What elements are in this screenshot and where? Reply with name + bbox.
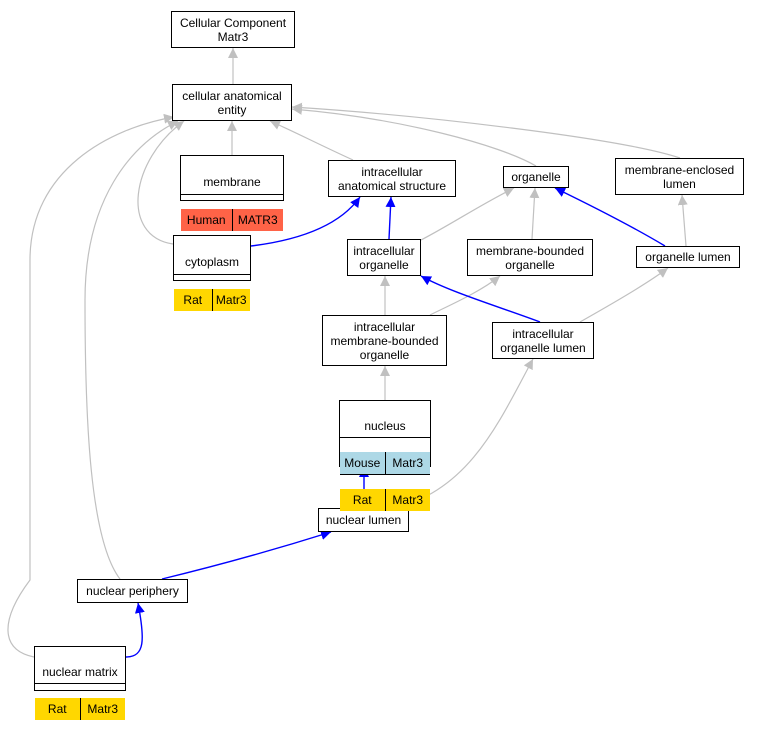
annotation-row: Rat Matr3 [174, 289, 250, 311]
node-cellular-anatomical-entity[interactable]: cellular anatomical entity [172, 84, 292, 121]
node-intracellular-anatomical-structure[interactable]: intracellular anatomical structure [328, 160, 456, 197]
edge-is-a-np-to-cae [84, 120, 179, 580]
node-membrane-enclosed-lumen[interactable]: membrane-enclosed lumen [615, 158, 744, 195]
node-organelle-lumen[interactable]: organelle lumen [636, 246, 740, 268]
node-organelle[interactable]: organelle [503, 166, 569, 188]
node-intracellular-organelle-lumen[interactable]: intracellular organelle lumen [492, 322, 594, 359]
node-nuclear-periphery[interactable]: nuclear periphery [77, 579, 188, 603]
node-nuclear-matrix[interactable]: nuclear matrix Rat Matr3 [34, 646, 126, 720]
edge-part-of-cytoplasm-to-ias [250, 196, 361, 247]
node-cellular-component[interactable]: Cellular Component Matr3 [171, 11, 295, 48]
node-label: nuclear matrix [35, 661, 125, 684]
gene-cell: Matr3 [211, 289, 250, 311]
gene-cell: Matr3 [384, 452, 430, 474]
node-cytoplasm[interactable]: cytoplasm Rat Matr3 [173, 235, 251, 311]
species-cell: Rat [174, 289, 212, 311]
edge-is-a-iol-to-ol [579, 267, 669, 323]
edge-layer [7, 48, 688, 658]
node-membrane[interactable]: membrane Human MATR3 [180, 155, 284, 231]
edge-is-a-ol-to-mel [677, 194, 688, 247]
species-cell: Mouse [340, 452, 385, 474]
annotation-row: Rat Matr3 [340, 489, 430, 511]
edge-is-a-io-to-organelle [420, 187, 515, 241]
gene-cell: MATR3 [231, 209, 283, 231]
annotation-row: Human MATR3 [181, 209, 283, 231]
edge-is-a-imbo-to-mbo [429, 275, 501, 316]
edge-is-a-ias-to-cae [269, 120, 354, 161]
node-intracellular-membrane-bounded-organelle[interactable]: intracellular membrane-bounded organelle [322, 315, 447, 366]
species-cell: Rat [340, 489, 385, 511]
species-cell: Human [181, 209, 232, 231]
node-nucleus[interactable]: nucleus Mouse Matr3 Rat Matr3 [339, 400, 431, 511]
node-label: membrane [181, 170, 283, 195]
node-label: cytoplasm [174, 250, 250, 275]
edge-part-of-nm-to-np [125, 602, 145, 658]
node-membrane-bounded-organelle[interactable]: membrane-bounded organelle [467, 239, 593, 276]
annotation-row: Rat Matr3 [35, 698, 125, 720]
edge-is-a-organelle-to-cae [291, 104, 537, 167]
annotation-row: Mouse Matr3 [340, 452, 430, 475]
edge-is-a-mel-to-cae [291, 102, 681, 159]
edge-is-a-cytoplasm-to-cae [137, 120, 185, 245]
edge-is-a-nm-to-cae [7, 113, 175, 658]
edge-part-of-ol-to-organelle [554, 187, 666, 247]
species-cell: Rat [35, 698, 80, 720]
edge-part-of-iol-to-io [420, 275, 541, 323]
gene-cell: Matr3 [79, 698, 125, 720]
gene-cell: Matr3 [384, 489, 430, 511]
node-label: nucleus [340, 415, 430, 438]
edge-part-of-np-to-nl [161, 530, 332, 580]
node-intracellular-organelle[interactable]: intracellular organelle [347, 239, 421, 276]
edge-part-of-io-to-ias [385, 196, 396, 240]
edge-is-a-mbo-to-organelle [529, 187, 540, 240]
